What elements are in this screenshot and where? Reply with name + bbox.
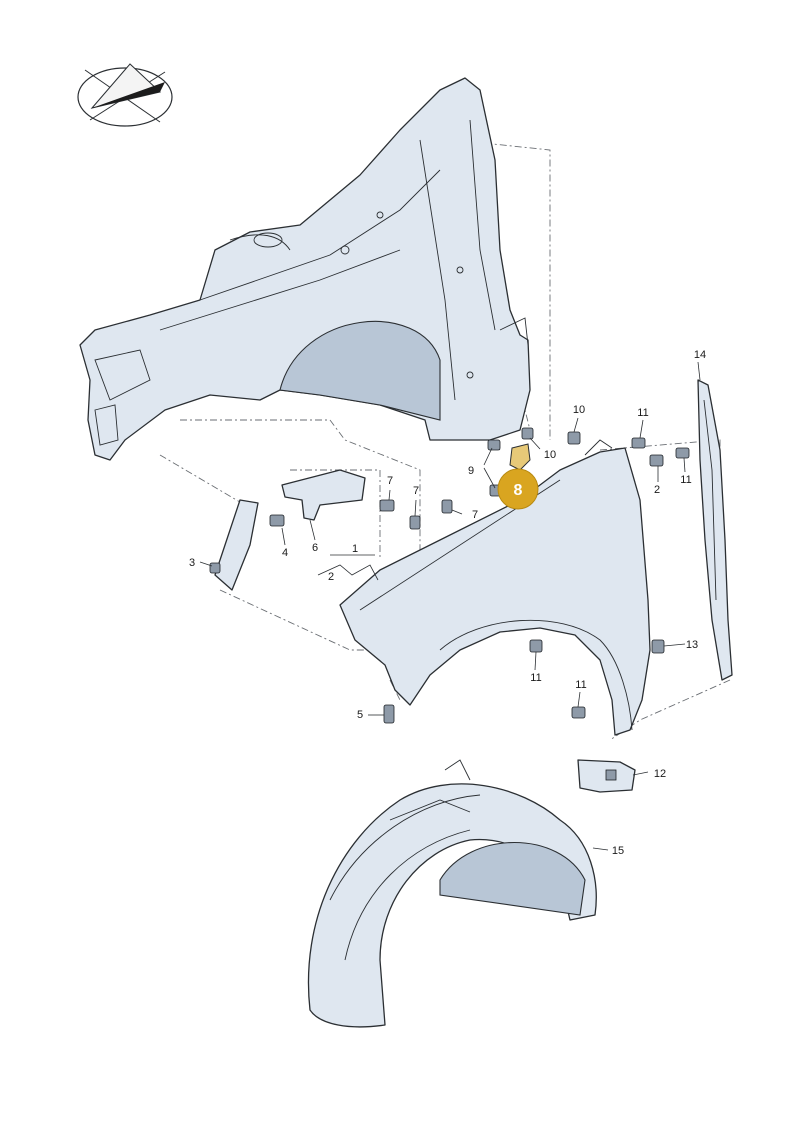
- callout-5: 5: [357, 709, 363, 721]
- callout-11-c: 11: [530, 672, 541, 684]
- callout-1: 1: [352, 543, 358, 555]
- trim-strip: [697, 379, 733, 681]
- bracket-12: [577, 759, 636, 793]
- callout-labels: 1 2 2 3 4 5 6 7 7 7 9 10 10 11 11 11 11 …: [189, 349, 706, 857]
- callout-10-a: 10: [544, 449, 556, 461]
- callout-3: 3: [189, 557, 195, 569]
- callout-11-b: 11: [680, 474, 691, 486]
- callout-13: 13: [686, 639, 698, 651]
- callout-11-a: 11: [637, 407, 648, 419]
- callout-12: 12: [654, 768, 666, 780]
- callout-11-d: 11: [575, 679, 586, 691]
- callout-7-a: 7: [387, 475, 393, 487]
- highlighted-callout-8[interactable]: 8: [497, 468, 539, 510]
- callout-2-fender: 2: [328, 571, 334, 583]
- bracket-3: [214, 499, 259, 591]
- callout-15: 15: [612, 845, 624, 857]
- callout-9: 9: [468, 465, 474, 477]
- callout-7-b: 7: [413, 485, 419, 497]
- callout-14: 14: [694, 349, 706, 361]
- clip-8: [509, 443, 531, 471]
- callout-2-bolt: 2: [654, 484, 660, 496]
- body-structure: [79, 77, 531, 461]
- front-fender: [339, 439, 651, 736]
- leader-lines: [199, 361, 701, 851]
- bracket-6: [281, 469, 366, 521]
- compass-arrow-icon: [77, 63, 173, 127]
- callout-8-label: 8: [514, 482, 523, 499]
- callout-10-b: 10: [573, 404, 585, 416]
- callout-4: 4: [282, 547, 288, 559]
- callout-6: 6: [312, 542, 318, 554]
- callout-7-c: 7: [472, 509, 478, 521]
- wheel-housing-liner: [307, 759, 597, 1028]
- fasteners: [209, 427, 690, 724]
